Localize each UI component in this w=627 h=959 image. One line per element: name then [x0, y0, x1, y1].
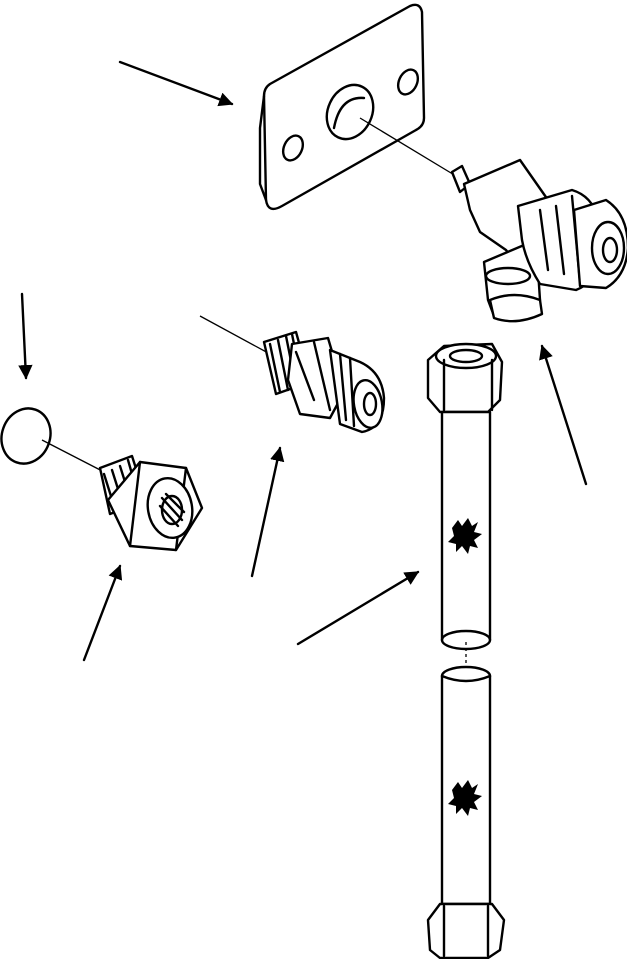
arrow-plate — [118, 60, 234, 107]
arrow-reducer-nut — [82, 564, 123, 662]
assembly-leader — [359, 117, 457, 177]
arrow-hose — [296, 570, 420, 646]
hose-assembly — [426, 342, 506, 959]
elbow-fitting — [450, 158, 627, 323]
o-ring — [0, 407, 109, 475]
mounting-plate — [258, 3, 426, 211]
arrow-connector — [250, 446, 285, 578]
callout-arrows — [18, 60, 588, 662]
arrow-o-ring — [18, 292, 33, 380]
reducer-nut — [98, 454, 204, 552]
arrow-elbow — [539, 344, 588, 486]
straight-connector — [199, 315, 386, 434]
